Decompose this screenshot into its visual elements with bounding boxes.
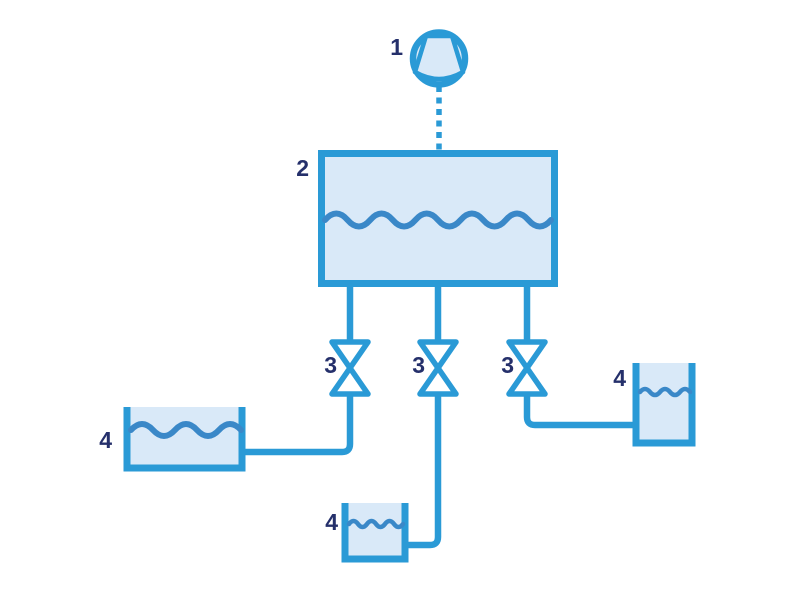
tank-label: 2: [296, 155, 309, 181]
open-container-icon: [123, 407, 246, 472]
main-tank-water-line: [322, 210, 554, 230]
valve-label: 3: [324, 352, 337, 378]
gate-valve-icon: [417, 339, 459, 397]
container-water-line: [128, 421, 244, 439]
container-label: 4: [325, 509, 338, 535]
valve-1: 3: [324, 339, 371, 397]
container-water-line: [637, 386, 693, 398]
pipe-valve2-to-middle-container: [404, 392, 442, 549]
container-label: 4: [613, 365, 626, 391]
gate-valve-icon: [329, 339, 371, 397]
container-left: 4: [99, 407, 246, 472]
pump-label: 1: [390, 34, 403, 60]
pipe-valve3-to-right-container: [523, 392, 637, 429]
pump-unit: 1: [390, 29, 469, 88]
valve-2: 3: [412, 339, 459, 397]
container-label: 4: [99, 427, 112, 453]
valve-label: 3: [412, 352, 425, 378]
open-container-icon: [632, 363, 696, 447]
container-right: 4: [613, 363, 696, 447]
main-tank: 2: [296, 150, 558, 287]
fan-blade-icon: [412, 33, 466, 82]
pipe-valve1-to-left-container: [244, 392, 354, 456]
valve-label: 3: [501, 352, 514, 378]
container-middle: 4: [325, 503, 409, 563]
valve-3: 3: [501, 339, 548, 397]
open-container-icon: [341, 503, 409, 563]
gate-valve-icon: [506, 339, 548, 397]
container-water-line: [346, 518, 406, 530]
